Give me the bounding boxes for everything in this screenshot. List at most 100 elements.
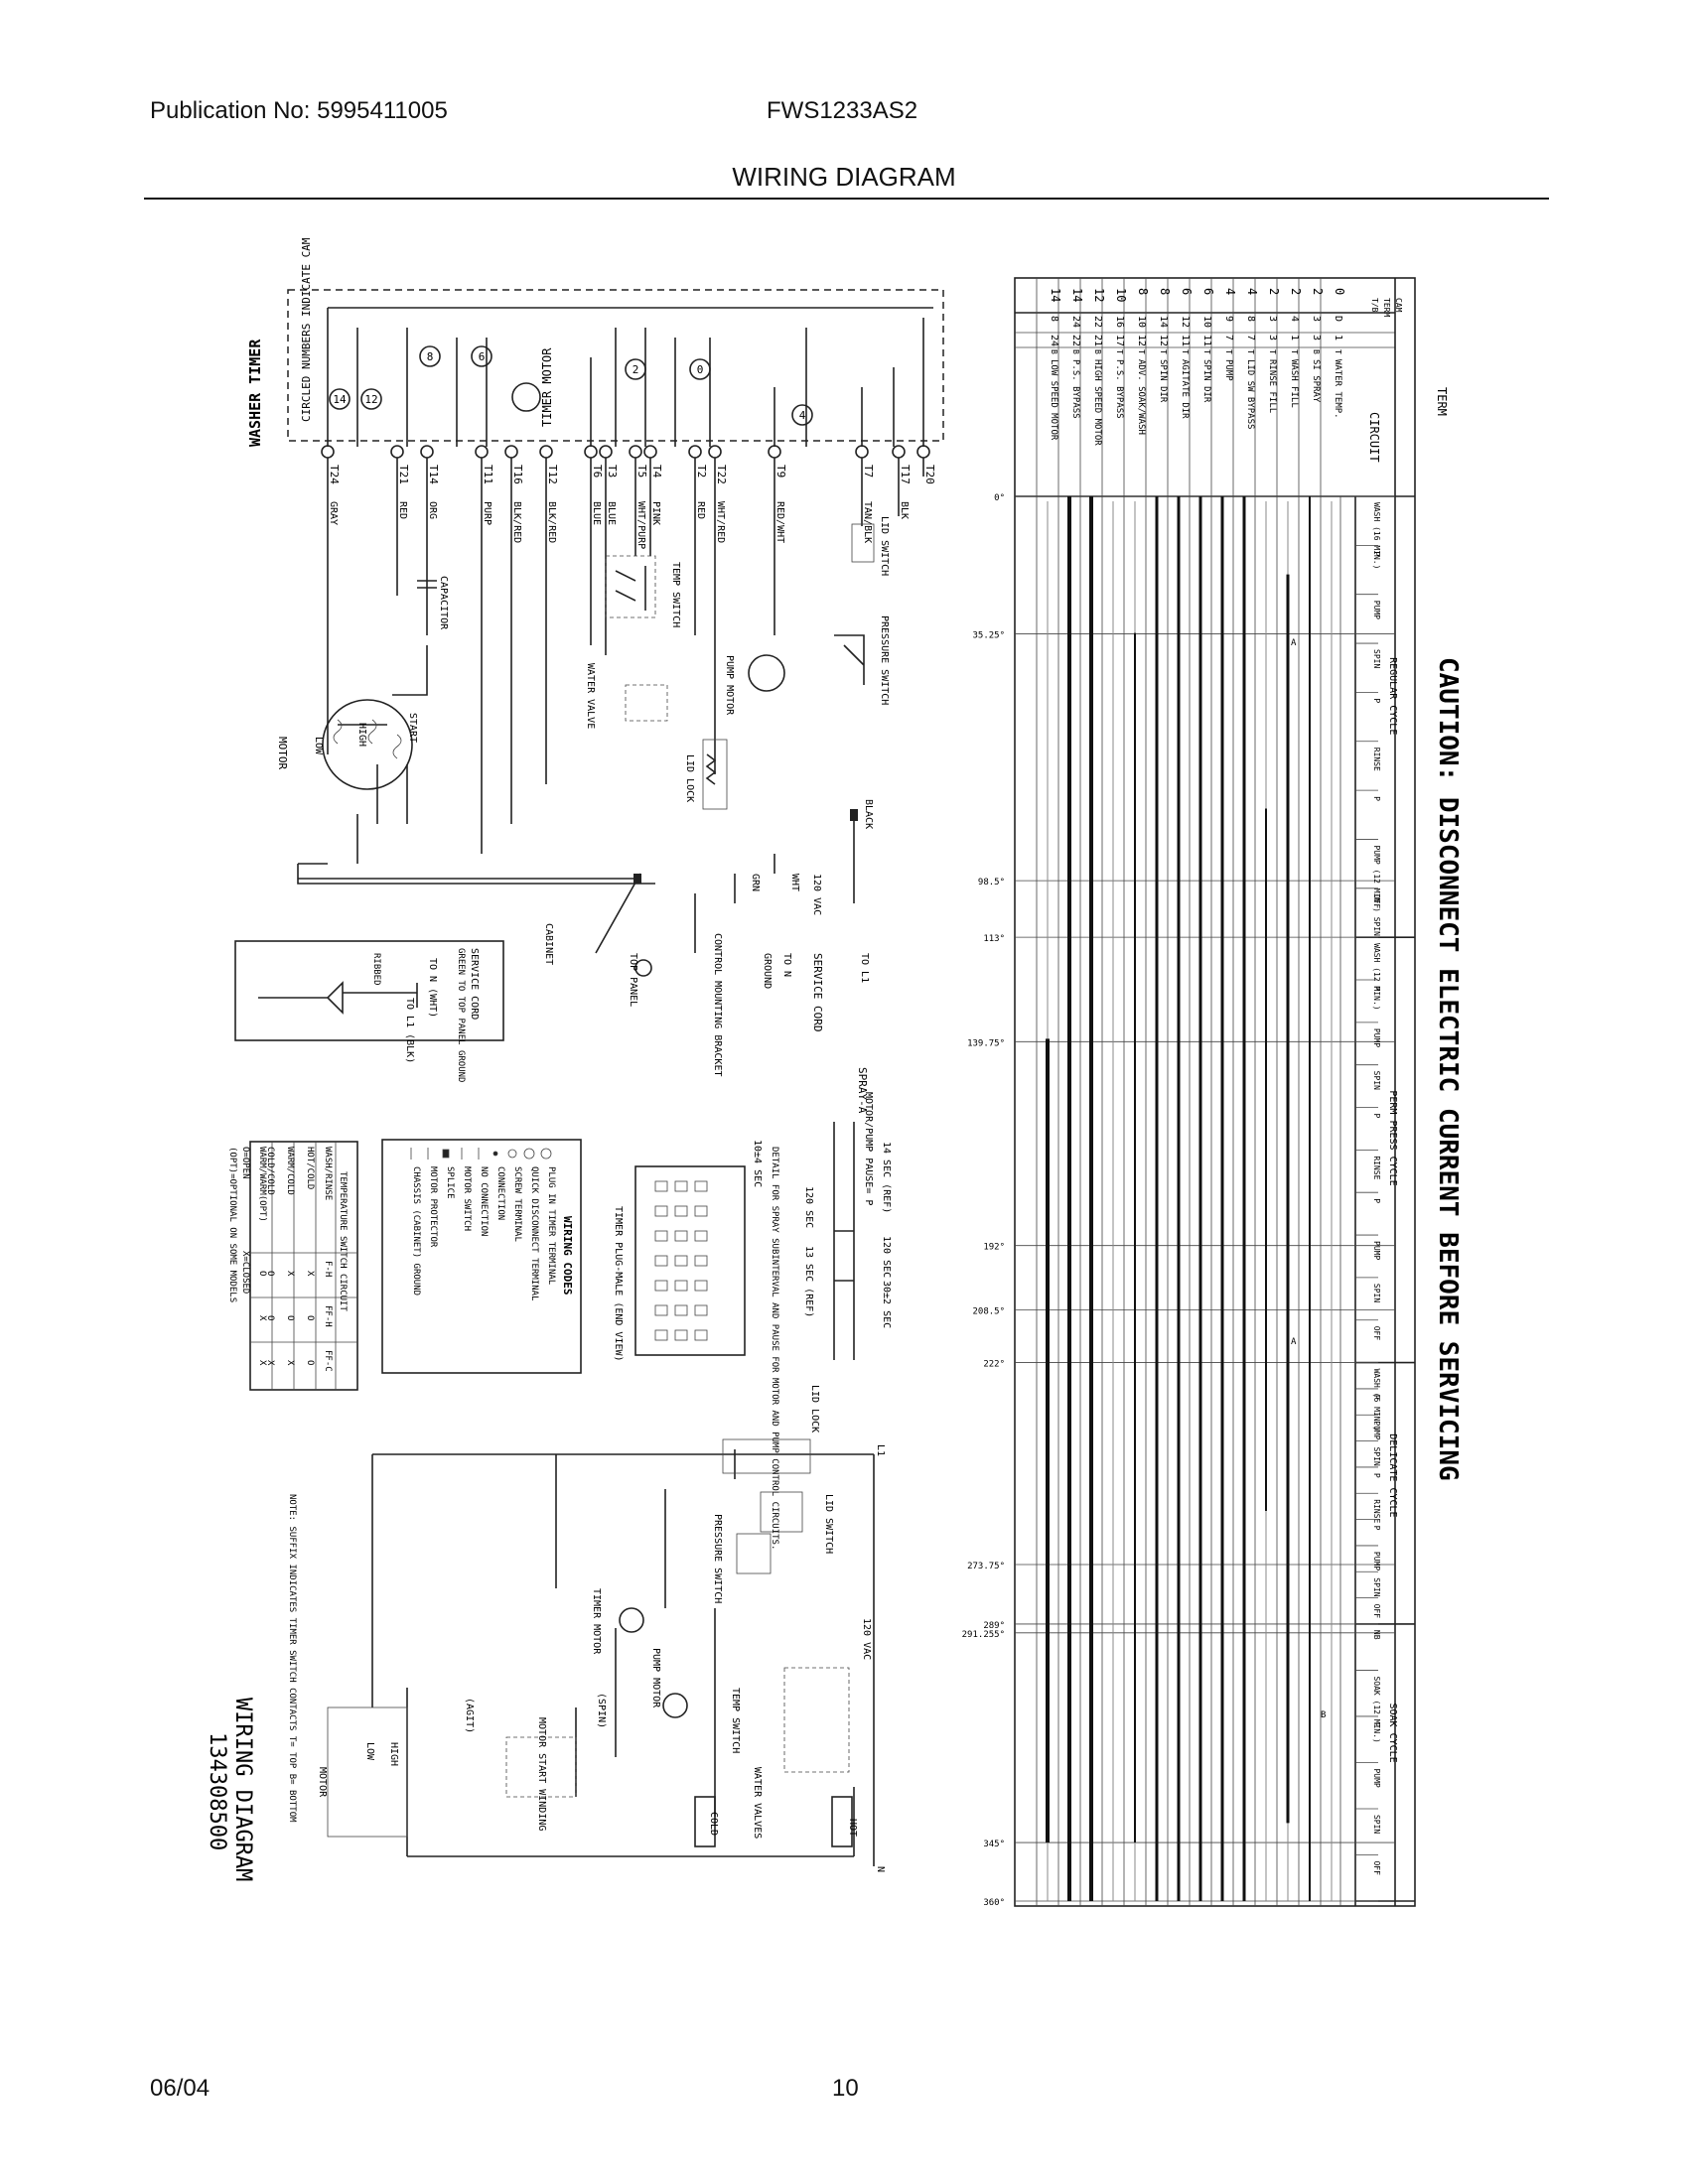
timer-motor-symbol bbox=[619, 1607, 644, 1633]
chart-mark: A bbox=[1291, 1337, 1297, 1347]
chart-row-term: 3 bbox=[1267, 335, 1278, 341]
chart-row-term: 8 bbox=[1245, 316, 1256, 322]
caution-text: CAUTION: DISCONNECT ELECTRIC CURRENT BEF… bbox=[1433, 657, 1463, 1481]
lid-switch: LID SWITCH bbox=[851, 516, 890, 576]
ladder-label: TEMP SWITCH bbox=[730, 1688, 741, 1753]
cycle-step: SPIN bbox=[1372, 649, 1381, 668]
cam-number: 4 bbox=[799, 409, 806, 422]
timer-motor-label: TIMER MOTOR bbox=[540, 347, 554, 427]
chart-row-cam: 2 bbox=[1289, 288, 1303, 295]
pump-motor: PUMP MOTOR bbox=[724, 654, 785, 716]
cycle-step: SPIN bbox=[1372, 1447, 1381, 1466]
temp-table-cell: HOT/COLD bbox=[305, 1147, 315, 1189]
capacitor: CAPACITOR bbox=[417, 576, 449, 630]
ladder-schematic: L1 N 120 VAC LID LOCK LID SWITCH PRESSUR… bbox=[205, 1385, 886, 1881]
temp-table-legend: X=CLOSED bbox=[240, 1251, 250, 1294]
chart-row-cam: 0 bbox=[1333, 288, 1346, 295]
publication-number: Publication No: 5995411005 bbox=[150, 97, 448, 124]
motor-box bbox=[327, 1706, 408, 1838]
ladder-label: LOW bbox=[364, 1742, 375, 1761]
wiring-code-item: CONNECTION bbox=[495, 1166, 505, 1220]
timer-chart-bars: AAB bbox=[1046, 496, 1333, 1901]
chart-row-cam: 4 bbox=[1223, 288, 1237, 295]
degree-label: 0° bbox=[994, 493, 1005, 503]
lid-lock-box bbox=[722, 1438, 811, 1474]
motor-start-box bbox=[505, 1736, 577, 1798]
temp-switch-table: TEMPERATURE SWITCH CIRCUIT WASH/RINSE F-… bbox=[227, 1141, 358, 1391]
chart-row-circuit: P.S. BYPASS bbox=[1114, 359, 1124, 419]
wire-color: WHT/RED bbox=[715, 501, 726, 543]
terminal-label: T17 bbox=[899, 465, 912, 484]
terminal-connector bbox=[420, 445, 434, 459]
wiring-code-item: MOTOR PROTECTOR bbox=[428, 1166, 438, 1248]
service-cord-box: SERVICE CORD GREEN TO TOP PANEL GROUND T… bbox=[234, 940, 504, 1082]
spray-timing: 14 SEC (REF) bbox=[881, 1142, 892, 1213]
chart-row-cam: 14 bbox=[1049, 288, 1062, 302]
ladder-label: HIGH bbox=[388, 1742, 399, 1766]
grn-label: GRN bbox=[750, 874, 761, 891]
harness-wires bbox=[327, 458, 924, 854]
cycle-step: P bbox=[1372, 1473, 1381, 1478]
ladder-label: 120 VAC bbox=[861, 1618, 872, 1660]
chart-row-term: 16 bbox=[1114, 316, 1125, 328]
chart-row-circuit: WASH FILL bbox=[1289, 359, 1299, 408]
cycle-step: RINSE bbox=[1372, 748, 1381, 771]
wiring-code-item: NO CONNECTION bbox=[479, 1166, 489, 1236]
ladder-label: LID LOCK bbox=[809, 1385, 820, 1433]
chart-row-tb: T bbox=[1246, 349, 1255, 354]
degree-label: 222° bbox=[983, 1360, 1005, 1370]
chart-row-term: 9 bbox=[1223, 316, 1234, 322]
cam-number: 6 bbox=[479, 350, 486, 363]
cycle-step: P bbox=[1372, 551, 1381, 556]
cycle-step: OFF bbox=[1372, 1326, 1381, 1341]
chart-row-cam: 8 bbox=[1158, 288, 1172, 295]
chart-row-term: 4 bbox=[1289, 316, 1300, 322]
spray-timing: 13 SEC (REF) bbox=[803, 1246, 814, 1317]
service-cord-box-green: GREEN TO TOP PANEL GROUND bbox=[456, 948, 466, 1082]
chart-head-cam: CAM bbox=[1394, 298, 1403, 313]
page-title: WIRING DIAGRAM bbox=[732, 162, 956, 192]
degree-label: 113° bbox=[983, 934, 1005, 944]
pressure-switch-box bbox=[736, 1533, 772, 1574]
temp-table-legend: O=OPEN bbox=[240, 1147, 250, 1179]
cycle-step: P bbox=[1372, 698, 1381, 703]
degree-label: 208.5° bbox=[972, 1307, 1005, 1317]
chart-row-cam: 2 bbox=[1311, 288, 1325, 295]
terminal-label: T12 bbox=[546, 465, 559, 484]
chart-row-tb: T bbox=[1334, 349, 1342, 354]
chart-row-circuit: SI SPRAY bbox=[1311, 359, 1321, 403]
degree-label: 289° bbox=[983, 1621, 1005, 1631]
cycle-step: PUMP bbox=[1372, 1768, 1381, 1787]
cycle-step: P bbox=[1372, 986, 1381, 991]
temp-table-cell: X bbox=[257, 1360, 267, 1366]
degree-label: 360° bbox=[983, 1898, 1005, 1908]
chart-row-term: 22 bbox=[1070, 335, 1081, 346]
spray-timing: 120 SEC bbox=[803, 1186, 814, 1228]
wiring-code-item: MOTOR SWITCH bbox=[462, 1166, 472, 1231]
timer-switch-wires bbox=[327, 307, 933, 447]
schematic-panel: WASHER TIMER CIRCLED NUMBERS INDICATE CA… bbox=[234, 237, 944, 1082]
temp-switch-box bbox=[783, 1667, 850, 1773]
chart-row-tb: B bbox=[1050, 349, 1058, 354]
chart-row-tb: T bbox=[1224, 349, 1233, 354]
cycle-step: OFF bbox=[1372, 1860, 1381, 1875]
wire-color: TAN/BLK bbox=[862, 501, 873, 543]
chart-row-tb: B bbox=[1312, 349, 1321, 354]
lid-lock: LID LOCK bbox=[684, 739, 728, 810]
cam-circle bbox=[360, 388, 382, 410]
chart-row-tb: B bbox=[1071, 349, 1080, 354]
terminal-label: T5 bbox=[635, 465, 648, 478]
cycle-step: SPIN bbox=[1372, 1815, 1381, 1834]
cycle-step: NB bbox=[1372, 1630, 1381, 1640]
motor-high-label: HIGH bbox=[356, 723, 367, 747]
spray-timing: 30±2 SEC bbox=[881, 1281, 892, 1328]
terminal-label: T7 bbox=[862, 465, 875, 478]
terminal-label: T3 bbox=[606, 465, 619, 478]
chart-row-term: 10 bbox=[1201, 316, 1212, 328]
cycle-name: REGULAR CYCLE bbox=[1387, 657, 1398, 735]
to-l1-label: TO L1 bbox=[859, 953, 870, 983]
wire-color: RED bbox=[397, 501, 408, 519]
ladder-label: PRESSURE SWITCH bbox=[712, 1514, 723, 1603]
wiring-code-item: SCREW TERMINAL bbox=[512, 1166, 522, 1242]
cycle-name: DELICATE CYCLE bbox=[1387, 1433, 1398, 1517]
